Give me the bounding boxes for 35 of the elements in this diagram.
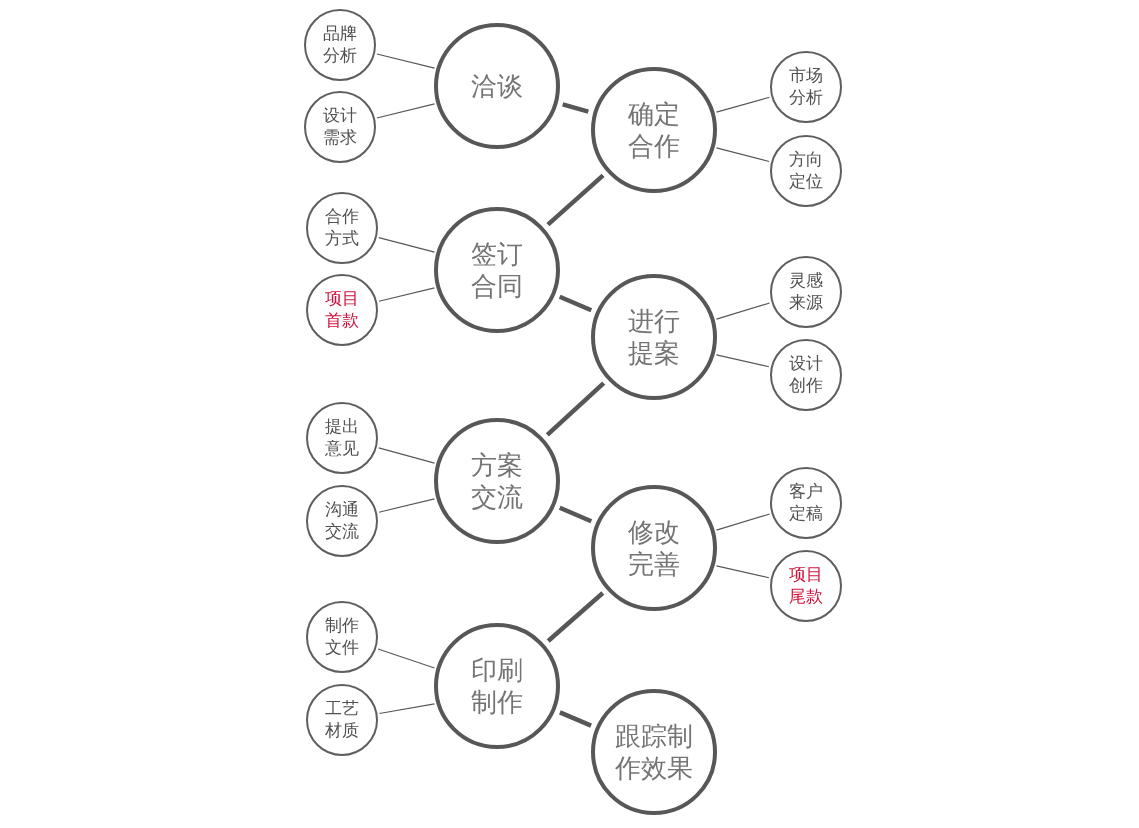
topic-label: 提出意见 <box>324 416 360 460</box>
topic-label: 客户定稿 <box>788 481 824 525</box>
connector-line <box>377 648 436 669</box>
connector-line <box>545 381 606 437</box>
topic-label: 项目尾款 <box>788 564 824 608</box>
connector-line <box>562 102 589 114</box>
connector-line <box>559 710 592 728</box>
connector-line <box>378 237 436 253</box>
topic-label: 工艺材质 <box>324 698 360 742</box>
connector-line <box>378 498 436 513</box>
stage-label: 签订合同 <box>470 238 524 302</box>
topic-label: 项目首款 <box>324 288 360 332</box>
topic-label: 市场分析 <box>788 65 824 109</box>
topic-label: 设计创作 <box>788 353 824 397</box>
connector-line <box>378 287 436 302</box>
topic-label: 灵感来源 <box>788 270 824 314</box>
connector-line <box>546 173 605 227</box>
topic-label: 沟通交流 <box>324 499 360 543</box>
connector-line <box>378 703 436 715</box>
topic-label: 品牌分析 <box>322 23 358 67</box>
stage-label: 方案交流 <box>470 449 524 513</box>
stage-label: 印刷制作 <box>470 654 524 718</box>
stage-label: 确定合作 <box>627 98 681 162</box>
stage-label: 跟踪制作效果 <box>614 720 694 784</box>
topic-label: 设计需求 <box>322 105 358 149</box>
connector-line <box>546 591 605 643</box>
topic-label: 制作文件 <box>324 615 360 659</box>
stage-label: 进行提案 <box>627 305 681 369</box>
topic-label: 方向定位 <box>788 149 824 193</box>
topic-label: 合作方式 <box>324 206 360 250</box>
connector-line <box>376 103 436 119</box>
connector-line <box>376 53 436 69</box>
connector-line <box>378 447 436 464</box>
stage-label: 洽谈 <box>470 70 524 102</box>
stage-label: 修改完善 <box>627 516 681 580</box>
